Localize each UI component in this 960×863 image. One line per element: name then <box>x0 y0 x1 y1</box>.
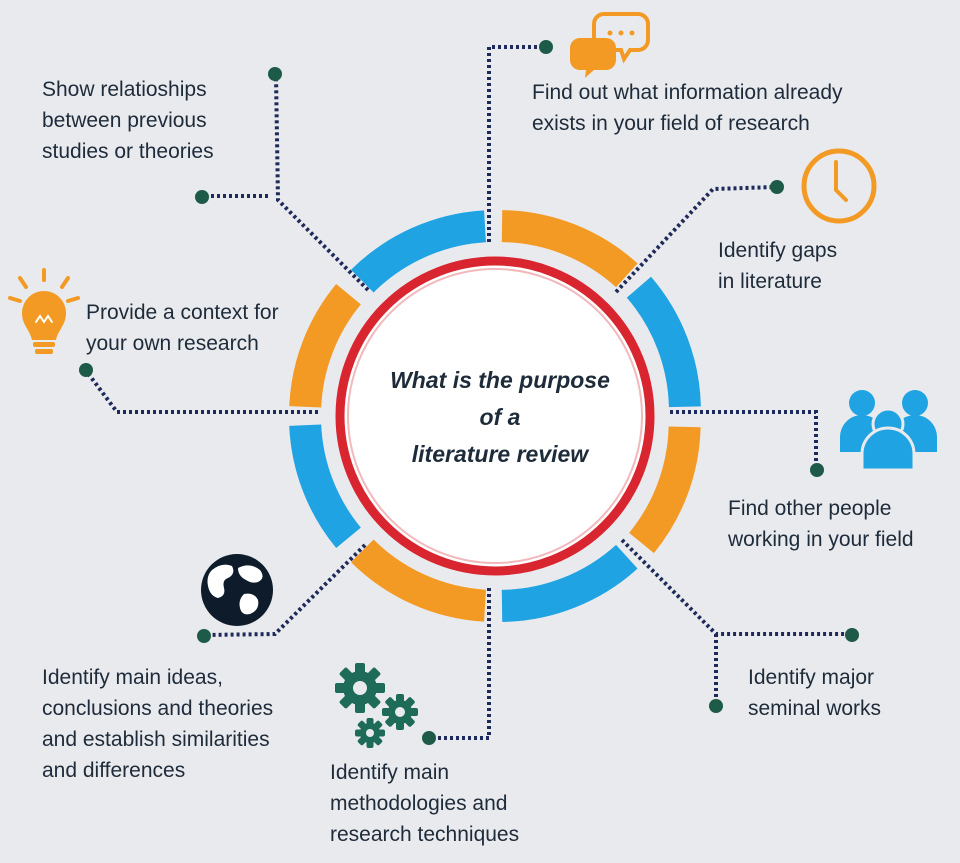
connector-dots <box>79 40 859 745</box>
label-line: studies or theories <box>42 140 214 163</box>
label-line: between previous <box>42 109 207 132</box>
label-seminal: Identify major seminal works <box>748 662 881 724</box>
ring-segment-orange <box>501 210 638 288</box>
label-context: Provide a context for your own research <box>86 297 279 359</box>
label-line: Find other people <box>728 497 892 520</box>
label-line: exists in your field of research <box>532 112 810 135</box>
label-line: seminal works <box>748 697 882 720</box>
label-line: Identify major <box>748 666 875 689</box>
connector-main-ideas <box>205 543 367 637</box>
dot-seminal <box>845 628 859 642</box>
ring-segment-blue <box>351 210 487 293</box>
dot-people <box>810 463 824 477</box>
label-line: research techniques <box>330 823 520 846</box>
label-line: Show relatioships <box>42 78 207 101</box>
label-line: conclusions and theories <box>42 697 274 720</box>
people-group-icon <box>840 390 937 472</box>
connector-context <box>85 370 318 414</box>
dot-methodologies <box>422 731 436 745</box>
dot-existing-info <box>539 40 553 54</box>
label-people: Find other people working in your field <box>728 493 914 555</box>
label-line: in literature <box>718 270 822 293</box>
ring-segment-orange <box>351 539 487 622</box>
lightbulb-icon <box>8 268 80 354</box>
label-line: working in your field <box>728 528 914 551</box>
connector-people <box>670 410 818 466</box>
dot-seminal-branch <box>709 699 723 713</box>
center-title-line: of a <box>479 404 521 430</box>
ring-segment-orange <box>289 284 362 408</box>
dot-gaps <box>770 180 784 194</box>
ring-segment-blue <box>501 544 638 622</box>
connector-existing-info <box>487 45 544 242</box>
label-line: and differences <box>42 759 186 782</box>
label-line: Find out what information already <box>532 81 843 104</box>
ring-segment-blue <box>289 424 362 548</box>
ring-segment-orange <box>628 426 701 554</box>
dot-context <box>79 363 93 377</box>
label-main-ideas: Identify main ideas, conclusions and the… <box>42 662 273 786</box>
gears-icon <box>335 663 418 748</box>
label-line: Identify gaps <box>718 239 838 262</box>
ring-segment-blue <box>626 276 701 408</box>
label-line: Provide a context for <box>86 301 279 324</box>
connector-relationships <box>274 75 370 292</box>
inner-circle-highlight <box>347 268 643 564</box>
label-line: Identify main ideas, <box>42 666 223 689</box>
label-methodologies: Identify main methodologies and research… <box>330 757 519 850</box>
clock-icon <box>801 148 877 224</box>
dot-relationships-branch <box>195 190 209 204</box>
label-line: Identify main <box>330 761 450 784</box>
chat-bubbles-icon <box>570 12 650 78</box>
label-existing-info: Find out what information already exists… <box>532 77 843 139</box>
label-relationships: Show relatioships between previous studi… <box>42 74 214 167</box>
label-gaps: Identify gaps in literature <box>718 235 837 297</box>
center-title: What is the purpose of a literature revi… <box>345 362 655 473</box>
dot-relationships <box>268 67 282 81</box>
label-line: methodologies and <box>330 792 508 815</box>
inner-circle <box>335 256 655 576</box>
connector-methodologies <box>433 588 491 740</box>
globe-icon <box>201 554 273 626</box>
outer-segmented-ring <box>289 210 701 622</box>
center-title-line: literature review <box>411 441 589 467</box>
dot-main-ideas <box>197 629 211 643</box>
label-line: and establish similarities <box>42 728 270 751</box>
label-line: your own research <box>86 332 259 355</box>
center-title-line: What is the purpose <box>390 367 610 393</box>
connectors <box>85 45 850 740</box>
